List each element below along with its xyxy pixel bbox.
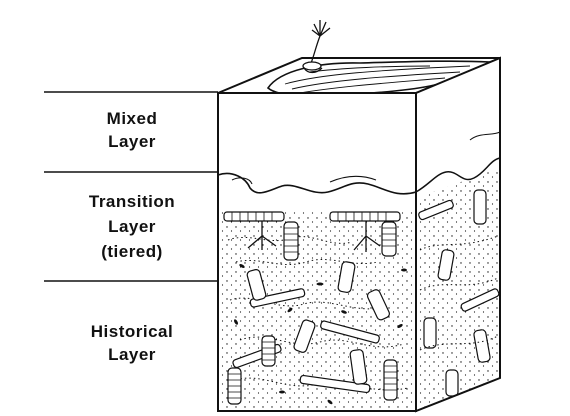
transition-layer-label: Transition Layer (tiered) <box>44 189 220 264</box>
mixed-layer-line1: Mixed <box>106 109 158 128</box>
horizontal-burrow-icon <box>223 211 401 394</box>
mixed-layer-line2: Layer <box>108 132 156 151</box>
block-front-face <box>217 92 417 412</box>
historical-layer-line1: Historical <box>90 322 174 341</box>
sea-pen-organism-icon <box>302 20 331 74</box>
shell-fragment-icon <box>234 264 407 405</box>
layer-divider-lines <box>44 91 218 282</box>
transition-layer-line3: (tiered) <box>101 242 163 261</box>
mixed-layer-label: Mixed Layer <box>44 107 220 153</box>
vertical-burrow-icon <box>227 221 398 405</box>
historical-layer-line2: Layer <box>108 345 156 364</box>
transition-layer-line1: Transition <box>88 192 176 211</box>
historical-layer-label: Historical Layer <box>44 320 220 366</box>
block-side-face <box>415 56 501 413</box>
transition-layer-line2: Layer <box>108 217 156 236</box>
